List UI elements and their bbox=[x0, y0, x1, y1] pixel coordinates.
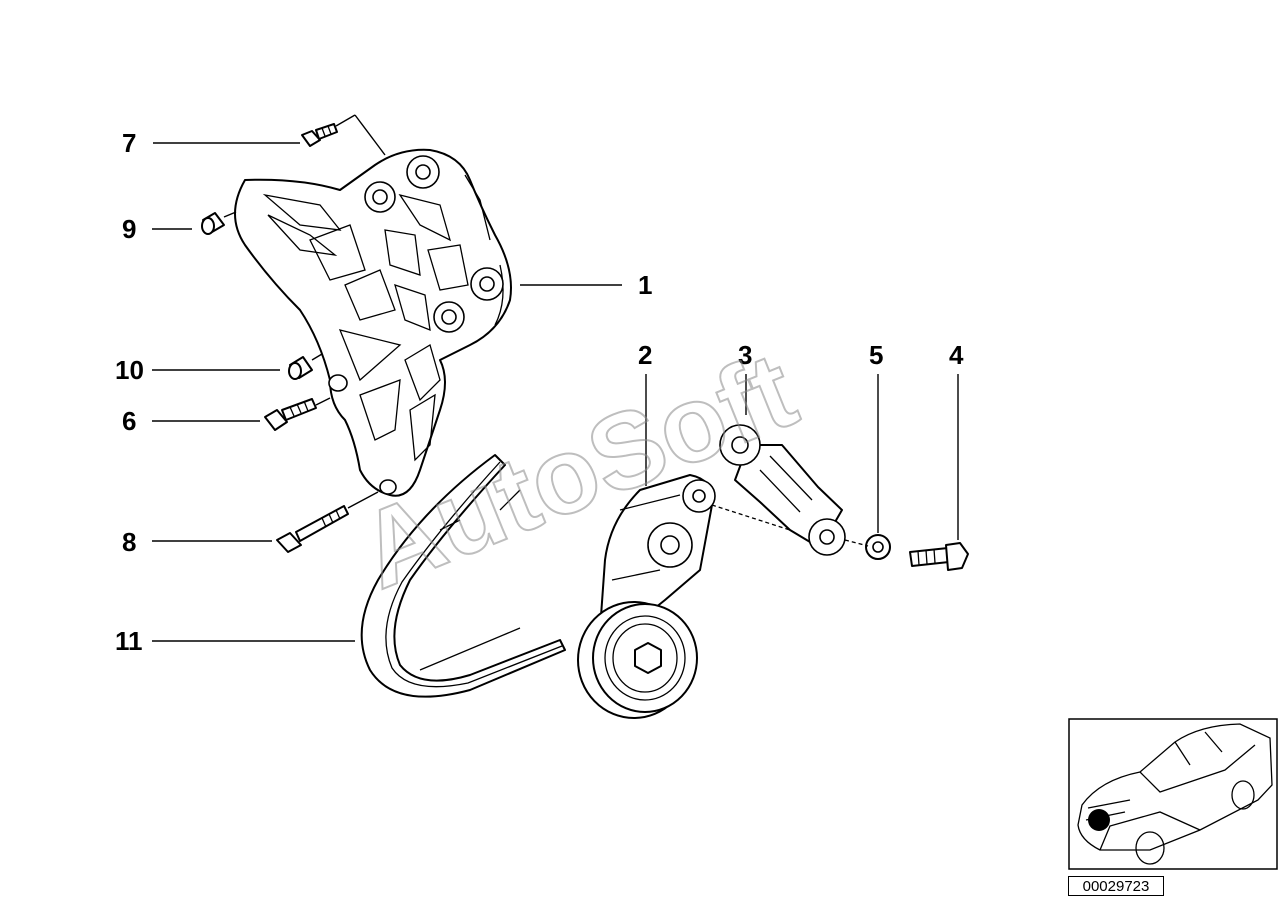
washer-part-5 bbox=[865, 534, 891, 560]
callout-5: 5 bbox=[869, 340, 883, 370]
callout-9: 9 bbox=[122, 214, 136, 244]
callout-1: 1 bbox=[638, 270, 652, 300]
callout-2: 2 bbox=[638, 340, 652, 370]
callout-6: 6 bbox=[122, 406, 136, 436]
diagram-id-label: 00029723 bbox=[1068, 876, 1164, 896]
bolt-part-4 bbox=[909, 542, 969, 571]
tensioner-part-2 bbox=[577, 474, 716, 719]
bolt-part-7 bbox=[301, 123, 338, 147]
sleeve-part-10 bbox=[288, 356, 313, 380]
callout-8: 8 bbox=[122, 527, 136, 557]
callout-3: 3 bbox=[738, 340, 752, 370]
callout-4: 4 bbox=[949, 340, 964, 370]
callout-11: 11 bbox=[115, 626, 143, 656]
sleeve-part-9 bbox=[201, 212, 225, 235]
callout-7: 7 bbox=[122, 128, 136, 158]
ribbed-belt-part-11 bbox=[360, 454, 566, 698]
car-location-thumbnail bbox=[1068, 718, 1278, 870]
callout-10: 10 bbox=[115, 355, 144, 385]
bolt-part-6 bbox=[264, 398, 317, 431]
leader-lines bbox=[152, 114, 959, 642]
bolt-part-8 bbox=[276, 505, 349, 553]
hydraulic-tensioner-part-3 bbox=[719, 424, 846, 556]
location-marker-icon bbox=[1088, 809, 1110, 831]
bracket-part-1 bbox=[234, 148, 512, 497]
